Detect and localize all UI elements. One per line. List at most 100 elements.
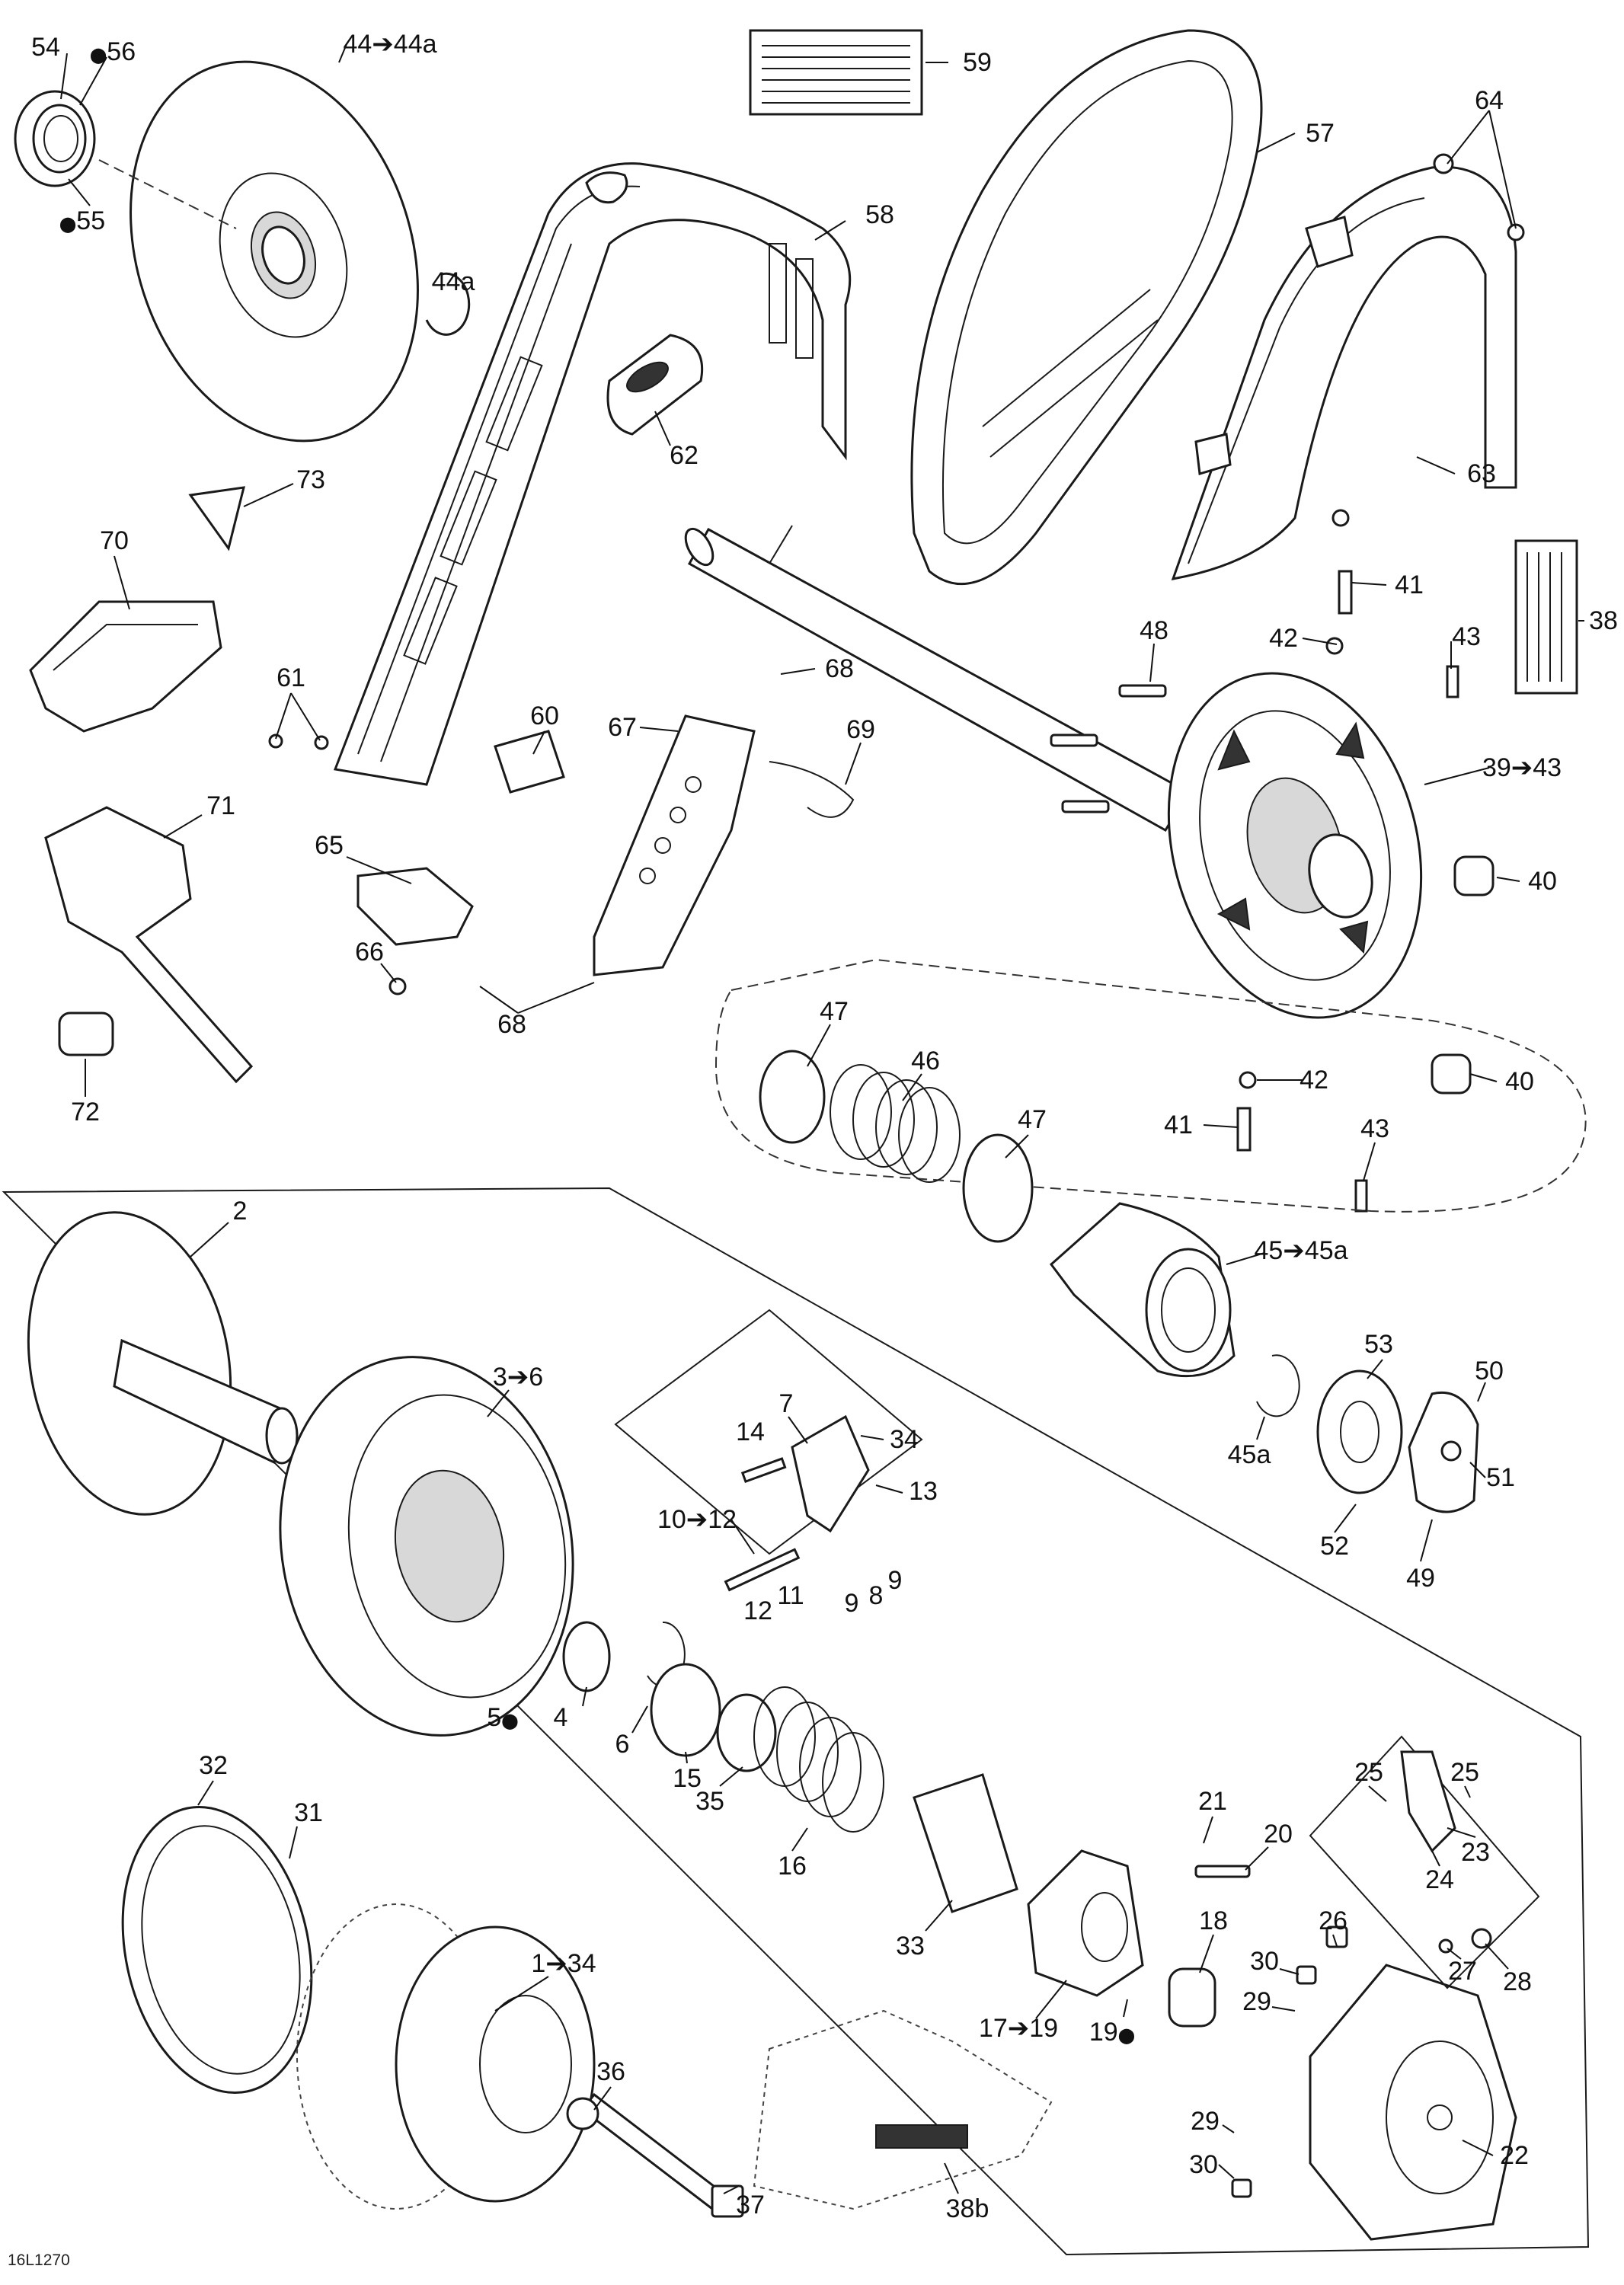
callout-53: 53 — [1364, 1330, 1393, 1359]
leader-line — [1226, 1252, 1265, 1265]
callout-48: 48 — [1140, 616, 1168, 645]
callout-1719: 17➔19 — [978, 2014, 1059, 2043]
leader-line — [1256, 133, 1296, 153]
callout-16: 16 — [778, 1852, 807, 1881]
lever-7 — [791, 1414, 870, 1533]
driven-pulley-39 — [1167, 672, 1423, 1019]
cap-30b — [1231, 2178, 1252, 2198]
pin-14 — [740, 1457, 787, 1484]
leader-line — [1005, 1134, 1029, 1158]
leader-line — [814, 220, 846, 241]
bushing-18 — [1168, 1967, 1216, 2028]
callout-26: 26 — [1319, 1906, 1347, 1935]
callout-number: 19 — [1089, 2018, 1118, 2047]
callout-27: 27 — [1448, 1957, 1477, 1986]
leader-line — [925, 1900, 953, 1932]
callout-8: 8 — [868, 1581, 884, 1610]
callout-49: 49 — [1406, 1564, 1435, 1593]
leader-line — [1477, 1382, 1486, 1402]
driven-shaft — [684, 525, 1191, 833]
callout-54: 54 — [31, 33, 60, 62]
decal-38b — [875, 2124, 968, 2149]
bushing-35 — [716, 1693, 777, 1772]
leader-line — [163, 814, 203, 839]
leader-line — [719, 1766, 743, 1787]
leader-line — [845, 742, 862, 785]
callout-70: 70 — [100, 526, 129, 555]
callout-64: 64 — [1475, 86, 1504, 115]
inset-box-roller — [1309, 1735, 1540, 1989]
callout-34a: 34 — [890, 1425, 919, 1454]
belt-guard-63 — [1171, 165, 1517, 580]
leader-line — [60, 53, 68, 100]
leader-line — [1203, 1124, 1239, 1128]
callout-1012: 10➔12 — [657, 1505, 737, 1534]
leader-line — [944, 2162, 959, 2194]
leader-line — [780, 668, 816, 675]
leader-line — [902, 1073, 922, 1101]
leader-line — [807, 1024, 831, 1067]
bracket-65 — [356, 867, 474, 946]
callout-51: 51 — [1486, 1463, 1515, 1492]
cover-22 — [1309, 1964, 1517, 2241]
callout-67: 67 — [608, 713, 637, 742]
leader-line — [1363, 1142, 1376, 1181]
diagram-reference-code: 16L1270 — [8, 2251, 70, 2269]
callout-11: 11 — [777, 1581, 804, 1610]
callout-57: 57 — [1306, 119, 1335, 148]
bolt-41a — [1338, 570, 1353, 615]
leader-line — [1447, 1948, 1462, 1960]
leader-line — [380, 963, 397, 983]
leader-line — [631, 1705, 648, 1734]
callout-56: ⬤56 — [90, 39, 136, 65]
callout-60: 60 — [530, 701, 559, 730]
clip-69 — [769, 761, 855, 818]
leader-line — [1123, 1999, 1128, 2018]
leader-line — [1203, 1816, 1213, 1844]
leader-line — [1256, 1416, 1265, 1440]
washer-53 — [1316, 1369, 1403, 1494]
leader-line — [1416, 456, 1456, 475]
washer-42b — [1239, 1071, 1257, 1089]
callout-58: 58 — [865, 200, 894, 229]
leader-line — [290, 692, 321, 741]
callout-59: 59 — [963, 48, 992, 77]
bracket-67 — [593, 714, 756, 976]
leader-line — [1245, 1846, 1269, 1871]
leader-line — [494, 1976, 549, 2012]
callout-35: 35 — [695, 1787, 724, 1816]
leader-line — [1218, 2164, 1235, 2179]
callout-37: 37 — [736, 2191, 765, 2219]
callout-46: 46 — [911, 1047, 940, 1075]
leader-line — [1485, 1943, 1509, 1970]
fastener-64b — [1507, 223, 1525, 241]
leader-line — [791, 1827, 808, 1852]
leader-line — [1496, 877, 1520, 882]
callout-29a: 29 — [1242, 1987, 1271, 2016]
callout-55: ⬤55 — [59, 208, 105, 234]
callout-28: 28 — [1503, 1967, 1532, 1996]
leader-line — [875, 1484, 903, 1494]
leader-line — [289, 1826, 298, 1859]
guard-support-58 — [333, 162, 852, 786]
nut-61b — [314, 735, 329, 750]
callout-134: 1➔34 — [531, 1949, 596, 1978]
slider-40a — [1453, 855, 1495, 896]
callout-65: 65 — [315, 831, 344, 860]
leader-line — [1334, 1504, 1357, 1533]
decal-59 — [749, 29, 923, 116]
callout-2: 2 — [232, 1197, 248, 1226]
screw-43a — [1446, 665, 1459, 698]
circlip-45a — [1256, 1354, 1300, 1417]
callout-number: 5 — [487, 1703, 502, 1732]
callout-50: 50 — [1475, 1357, 1504, 1385]
ring-gear-31 — [121, 1805, 313, 2095]
callout-52: 52 — [1320, 1532, 1349, 1561]
callout-6: 6 — [615, 1730, 630, 1759]
leader-line — [639, 727, 679, 732]
callout-9b: 9 — [887, 1566, 903, 1595]
bracket-38b — [753, 2009, 1053, 2210]
callout-30a: 30 — [1250, 1947, 1279, 1976]
leader-line — [723, 2185, 740, 2194]
